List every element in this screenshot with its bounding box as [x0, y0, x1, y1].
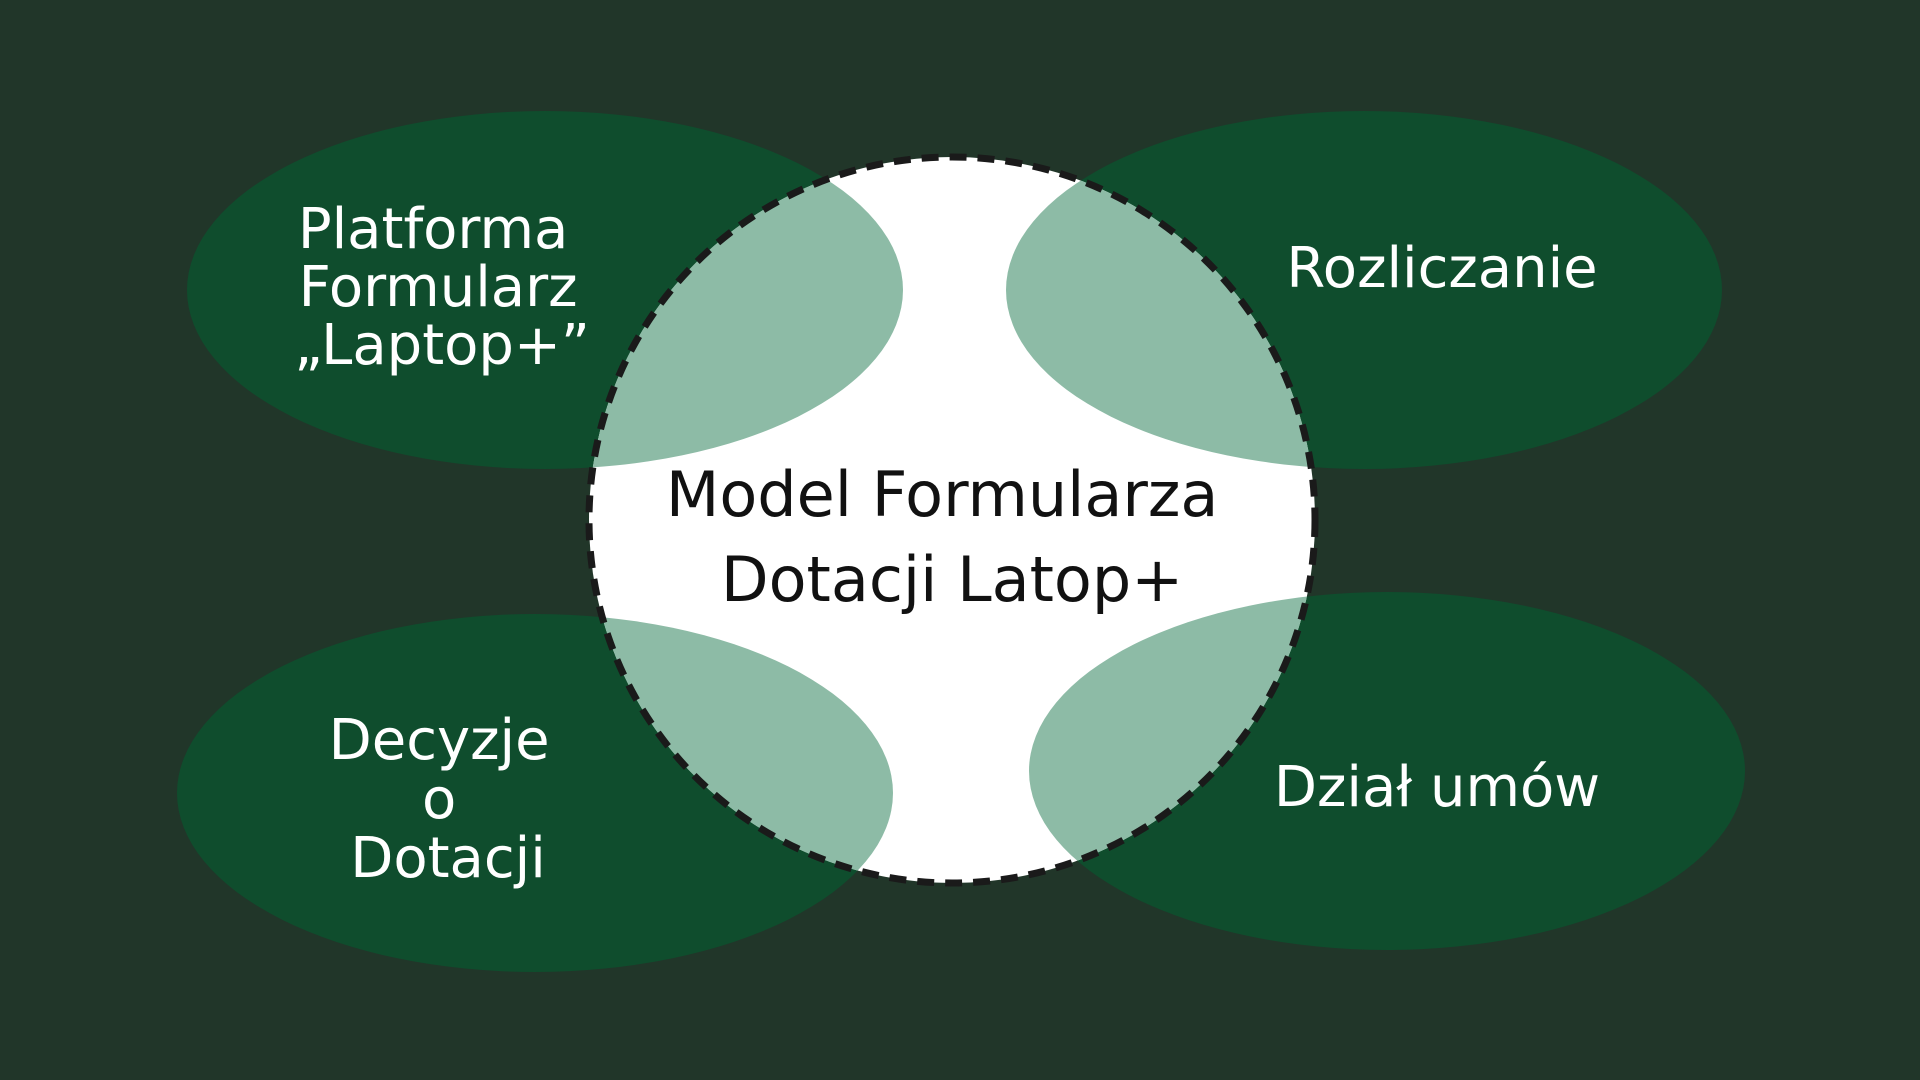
center-circle-border: [585, 153, 1319, 887]
label-platforma-line-2: Formularz: [299, 255, 578, 320]
label-rozliczanie: Rozliczanie: [1286, 236, 1597, 301]
center-label-line-1: Model Formularza: [666, 458, 1219, 531]
label-platforma-line-3: „Laptop+”: [294, 313, 590, 378]
label-dzial-umow: Dział umów: [1274, 755, 1600, 820]
label-dzial-umow-line-1: Dział umów: [1274, 755, 1600, 820]
center-label: Model Formularza Dotacji Latop+: [666, 458, 1238, 616]
label-decyzje: Decyzje o Dotacji: [329, 708, 568, 891]
center-label-line-2: Dotacji Latop+: [721, 543, 1183, 616]
label-decyzje-line-2: o: [422, 767, 456, 832]
label-decyzje-line-3: Dotacji: [350, 826, 546, 891]
label-platforma: Platforma Formularz „Laptop+”: [294, 197, 595, 378]
label-rozliczanie-line-1: Rozliczanie: [1286, 236, 1597, 301]
label-decyzje-line-1: Decyzje: [329, 708, 550, 773]
label-platforma-line-1: Platforma: [298, 197, 568, 262]
